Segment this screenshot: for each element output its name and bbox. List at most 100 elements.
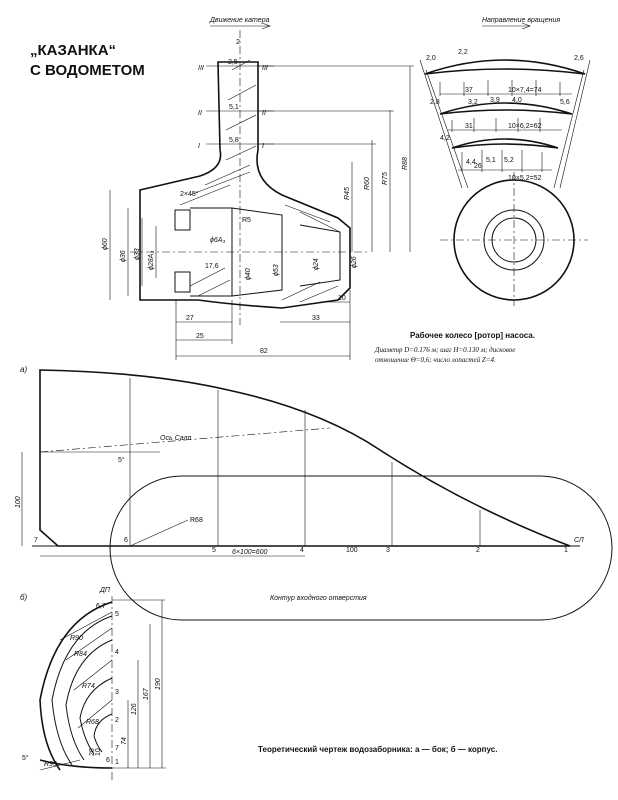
offset-10: 10	[95, 748, 102, 756]
blade-width-ii: 5,1	[229, 104, 239, 111]
body-station-3: 3	[115, 689, 119, 696]
body-angle: 5°	[22, 754, 29, 762]
baseline-label: СЛ	[574, 537, 584, 544]
section-label-i-right: I	[262, 143, 264, 150]
title-line-1: „КАЗАНКА“	[30, 42, 116, 59]
body-panel-label: б)	[20, 593, 28, 602]
dim-phi60: ϕ60	[102, 238, 109, 250]
section-value-j: 5,1	[486, 157, 496, 164]
dim-r45: R45	[344, 187, 351, 200]
section-ii-extra: 31	[465, 123, 473, 130]
section-label-i-left: I	[198, 143, 200, 150]
station-5: 5	[212, 547, 216, 554]
centerline-label: ДП	[99, 587, 111, 594]
rotation-direction-label: Направление вращения	[482, 17, 560, 24]
side-panel-label: а)	[20, 365, 27, 374]
drawing-caption: Теоретический чертеж водозаборника: а — …	[258, 745, 497, 754]
section-value-i: 4,4	[466, 159, 476, 166]
radius-r68: R68	[86, 719, 99, 726]
offset-6-7: 6,7	[96, 603, 106, 610]
radius-r99: R99	[44, 761, 57, 768]
rotation-arrow-icon	[482, 22, 531, 30]
title-line-2: С ВОДОМЕТОМ	[30, 62, 145, 79]
section-label-iii-left: III	[198, 65, 204, 72]
side-radius: R68	[190, 517, 203, 524]
dim-phi24: ϕ24	[313, 258, 320, 270]
section-label-ii-left: II	[198, 110, 202, 117]
dim-phi40: ϕ40	[245, 268, 252, 280]
motion-arrow-icon	[210, 22, 271, 30]
side-view: а) Ось Салп 5° Контур входного отверстия…	[15, 365, 613, 621]
rotor-bore	[190, 207, 283, 297]
height-126: 126	[131, 703, 138, 715]
dim-phi53: ϕ53	[273, 264, 280, 276]
axis-label: Ось Салп	[160, 435, 191, 442]
section-value-f: 3,9	[490, 97, 500, 104]
dim-phi6: ϕ6A₃	[210, 237, 225, 244]
blade-width-i: 5,8	[229, 137, 239, 144]
body-view: б) ДП R90 R84 R74 R68 R99 5 4 3 2 7 6 1 …	[20, 587, 166, 782]
section-value-c: 2,6	[574, 55, 584, 62]
blade-section-ii	[439, 102, 573, 115]
side-height: 100	[15, 496, 22, 508]
radius-r84: R84	[74, 651, 87, 658]
frame-7	[39, 601, 113, 771]
section-value-b: 2,2	[458, 49, 468, 56]
body-station-6: 6	[106, 757, 110, 764]
dim-r5: R5	[242, 217, 251, 224]
section-value-g: 4,0	[512, 97, 522, 104]
height-74: 74	[121, 737, 128, 745]
dim-r60: R60	[364, 177, 371, 190]
station-3: 3	[386, 547, 390, 554]
dim-25: 25	[196, 333, 204, 340]
radius-r74: R74	[82, 683, 95, 690]
rotor-caption-line-2: отношение Θ=0,6; число лопастей Z=4.	[375, 356, 496, 364]
height-167: 167	[143, 687, 150, 700]
section-value-a: 2,0	[426, 55, 436, 62]
station-1: 1	[564, 547, 568, 554]
section-label-iii-right: III	[262, 65, 268, 72]
blade-section-i	[451, 138, 559, 149]
station-step: 100	[346, 547, 358, 554]
rotor-hub-outline	[139, 61, 351, 309]
dim-27: 27	[186, 315, 194, 322]
dim-r75: R75	[382, 172, 389, 185]
blade-sections: Направление вращения 37 10×7,4=74 31 10×…	[419, 17, 591, 306]
blade-section-iii	[424, 59, 586, 75]
section-i-label: 10×5,2=52	[508, 175, 542, 182]
motion-direction-label: Движение катера	[209, 17, 270, 24]
dim-top: 2	[236, 39, 240, 46]
body-station-4: 4	[115, 649, 119, 656]
section-value-l: 5,6	[560, 99, 570, 106]
body-station-1: 1	[115, 759, 119, 766]
dim-33: 33	[312, 315, 320, 322]
inlet-contour	[109, 475, 613, 621]
intake-side-contour	[39, 369, 571, 547]
body-station-5: 5	[115, 611, 119, 618]
height-190: 190	[155, 678, 162, 690]
body-station-2: 2	[115, 717, 119, 724]
rotor-cross-section: Движение катера III III II II I I 2,5 5,…	[102, 17, 414, 360]
blade-width-iii: 2,5	[228, 59, 238, 66]
section-iii-label: 10×7,4=74	[508, 87, 542, 94]
body-station-7: 7	[115, 745, 119, 752]
dim-82: 82	[260, 348, 268, 355]
section-value-k: 5,2	[504, 157, 514, 164]
inlet-label: Контур входного отверстия	[270, 594, 367, 602]
dim-r88: R88	[402, 157, 409, 170]
radius-r90: R90	[70, 635, 83, 642]
section-value-h: 4,2	[440, 135, 450, 142]
dim-phi26: ϕ26	[351, 256, 358, 268]
rotor-caption-line-1: Диаметр D=0.176 м; шаг H=0.130 м; дисков…	[374, 346, 515, 354]
dim-phi36: ϕ36	[120, 250, 127, 262]
section-value-e: 3,2	[468, 99, 478, 106]
station-4: 4	[300, 547, 304, 554]
section-ii-label: 10×6,2=62	[508, 123, 542, 130]
section-i-extra: 26	[474, 163, 482, 170]
dim-10: 10	[338, 295, 346, 302]
dim-phi28: ϕ28A₃	[148, 251, 155, 270]
dim-phi33: ϕ33	[134, 248, 141, 260]
station-6: 6	[124, 537, 128, 544]
section-iii-extra: 37	[465, 87, 473, 94]
